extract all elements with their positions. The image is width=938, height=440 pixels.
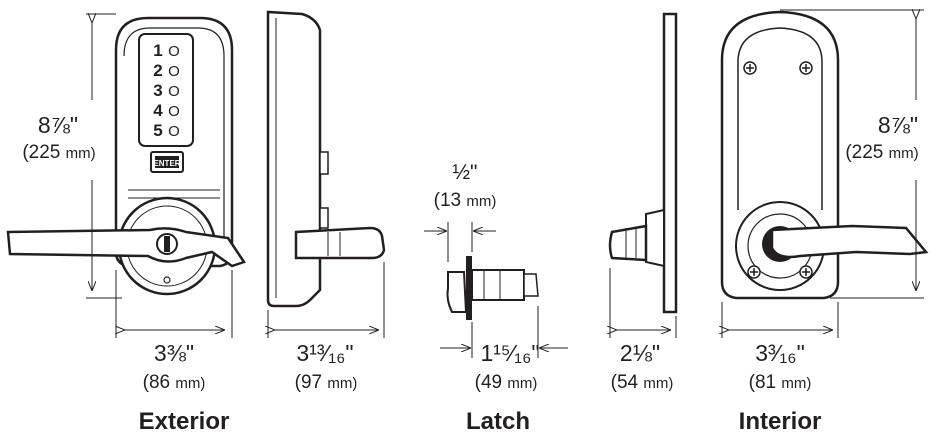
side-dimension-lines: [268, 262, 385, 338]
side-depth-label: 3¹³⁄₁₆": [296, 340, 354, 366]
exterior-width-mm: (86 mm): [142, 372, 206, 393]
exterior-dimension-lines: [86, 14, 233, 338]
latch-thickness-mm: (13 mm): [433, 190, 497, 211]
enter-label: ENTER: [153, 159, 180, 168]
key-4-right: O: [168, 103, 180, 120]
exterior-caption: Exterior: [138, 408, 230, 435]
latch-thickness-label: ½": [452, 161, 478, 184]
side-lock-view: [266, 10, 386, 308]
interior-dimension-lines: [722, 10, 924, 338]
interior-side-depth-mm: (54 mm): [610, 372, 674, 393]
key-1-label: 1: [153, 41, 162, 60]
interior-width-mm: (81 mm): [748, 372, 812, 393]
interior-height-mm: (225 mm): [845, 142, 919, 163]
exterior-height-label: 8⅞": [37, 112, 79, 138]
interior-width-label: 3³⁄₁₆": [755, 340, 805, 366]
key-2-right: O: [168, 63, 180, 80]
exterior-height-mm: (225 mm): [22, 142, 96, 163]
latch-dimension-lines: [424, 222, 568, 358]
key-2-label: 2: [153, 61, 162, 80]
key-3-right: O: [168, 83, 180, 100]
latch-view: [446, 256, 539, 320]
key-1-right: O: [168, 43, 180, 60]
interior-side-dimension-lines: [610, 268, 677, 338]
interior-caption: Interior: [738, 408, 822, 435]
key-3-label: 3: [153, 81, 162, 100]
interior-side-view: [608, 12, 678, 314]
latch-length-mm: (49 mm): [474, 372, 538, 393]
exterior-lock-view: [6, 16, 246, 296]
interior-screws: [743, 61, 813, 279]
latch-length-label: 1¹⁵⁄₁₆": [480, 340, 540, 366]
enter-button-graphic: [150, 151, 184, 173]
key-5-label: 5: [153, 121, 162, 140]
key-4-label: 4: [153, 101, 163, 120]
interior-lock-view: [720, 10, 929, 300]
interior-height-label: 8⅞": [877, 112, 919, 138]
interior-side-depth-label: 2⅛": [619, 340, 661, 366]
exterior-width-label: 3⅜": [153, 340, 195, 366]
keypad-keys: 1 2 3 4 5 O O O O O ENTER: [153, 41, 181, 168]
side-depth-mm: (97 mm): [294, 372, 358, 393]
key-5-right: O: [168, 123, 180, 140]
latch-caption: Latch: [465, 408, 530, 435]
